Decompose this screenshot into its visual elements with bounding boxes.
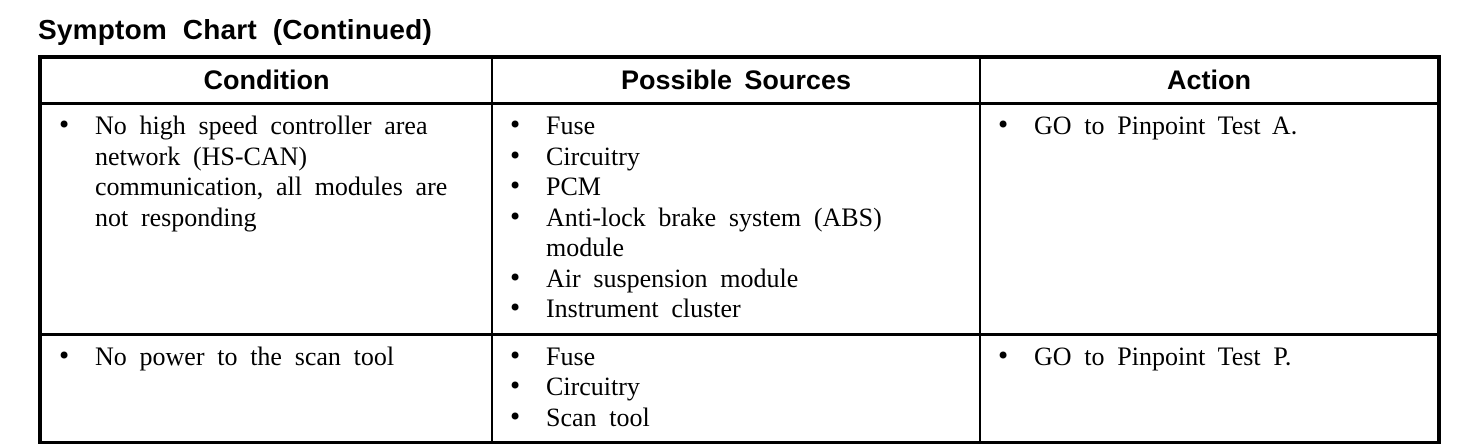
- action-cell: • GO to Pinpoint Test P.: [979, 332, 1440, 444]
- action-text: GO to Pinpoint Test A.: [1034, 111, 1298, 140]
- possible-sources-cell: • Fuse • Circuitry • PCM • Anti-lock brake s…: [491, 102, 981, 336]
- list-item: • GO to Pinpoint Test A.: [981, 111, 1429, 142]
- action-list: • GO to Pinpoint Test A.: [981, 111, 1429, 142]
- bullet-icon: •: [508, 263, 523, 292]
- list-item: • Scan tool: [493, 403, 971, 434]
- table-row: • No high speed controller area network (…: [39, 102, 1440, 336]
- bullet-icon: •: [996, 341, 1011, 370]
- list-item: • Anti-lock brake system (ABS) module: [493, 203, 971, 264]
- list-item: • Fuse: [493, 111, 971, 142]
- source-text: Instrument cluster: [546, 294, 741, 323]
- condition-text: No high speed controller area network (H…: [95, 111, 448, 232]
- action-cell: • GO to Pinpoint Test A.: [979, 102, 1440, 336]
- action-text: GO to Pinpoint Test P.: [1034, 341, 1292, 371]
- source-text: Circuitry: [546, 141, 640, 171]
- condition-cell: • No power to the scan tool: [39, 332, 493, 444]
- column-header-action: Action: [979, 56, 1440, 105]
- bullet-icon: •: [508, 202, 523, 231]
- list-item: • GO to Pinpoint Test P.: [981, 342, 1429, 373]
- symptom-chart-table: Condition Possible Sources Action • No hi…: [38, 55, 1441, 444]
- bullet-icon: •: [508, 341, 523, 370]
- list-item: • Fuse: [493, 342, 971, 373]
- condition-text: No power to the scan tool: [95, 341, 395, 371]
- bullet-icon: •: [996, 111, 1011, 139]
- source-text: Circuitry: [546, 372, 640, 401]
- bullet-icon: •: [508, 402, 523, 431]
- source-text: Air suspension module: [546, 263, 799, 293]
- bullet-icon: •: [508, 372, 523, 400]
- column-header-possible-sources: Possible Sources: [491, 56, 981, 105]
- list-item: • No high speed controller area network (…: [42, 111, 483, 233]
- action-list: • GO to Pinpoint Test P.: [981, 342, 1429, 373]
- header-row: Condition Possible Sources Action: [39, 56, 1440, 105]
- condition-list: • No power to the scan tool: [42, 342, 483, 373]
- bullet-icon: •: [57, 111, 72, 139]
- table-row: • No power to the scan tool • Fuse • Circui…: [39, 332, 1440, 444]
- list-item: • Instrument cluster: [493, 294, 971, 325]
- list-item: • Circuitry: [493, 142, 971, 173]
- list-item: • No power to the scan tool: [42, 342, 483, 373]
- column-header-condition: Condition: [39, 56, 493, 105]
- condition-list: • No high speed controller area network (…: [42, 111, 483, 233]
- sources-list: • Fuse • Circuitry • PCM • Anti-lock brake s…: [493, 111, 971, 325]
- condition-cell: • No high speed controller area network (…: [39, 102, 493, 336]
- source-text: Anti-lock brake system (ABS) module: [546, 202, 882, 263]
- bullet-icon: •: [508, 141, 523, 170]
- page-title: Symptom Chart (Continued): [38, 14, 432, 45]
- sources-list: • Fuse • Circuitry • Scan tool: [493, 342, 971, 434]
- bullet-icon: •: [57, 341, 72, 370]
- list-item: • Circuitry: [493, 372, 971, 403]
- bullet-icon: •: [508, 294, 523, 322]
- bullet-icon: •: [508, 172, 523, 200]
- source-text: Fuse: [546, 341, 596, 371]
- possible-sources-cell: • Fuse • Circuitry • Scan tool: [491, 332, 981, 444]
- source-text: Scan tool: [546, 402, 650, 432]
- list-item: • Air suspension module: [493, 264, 971, 295]
- list-item: • PCM: [493, 172, 971, 203]
- source-text: PCM: [546, 172, 601, 201]
- source-text: Fuse: [546, 111, 596, 140]
- table-header: Condition Possible Sources Action: [39, 56, 1440, 105]
- bullet-icon: •: [508, 111, 523, 139]
